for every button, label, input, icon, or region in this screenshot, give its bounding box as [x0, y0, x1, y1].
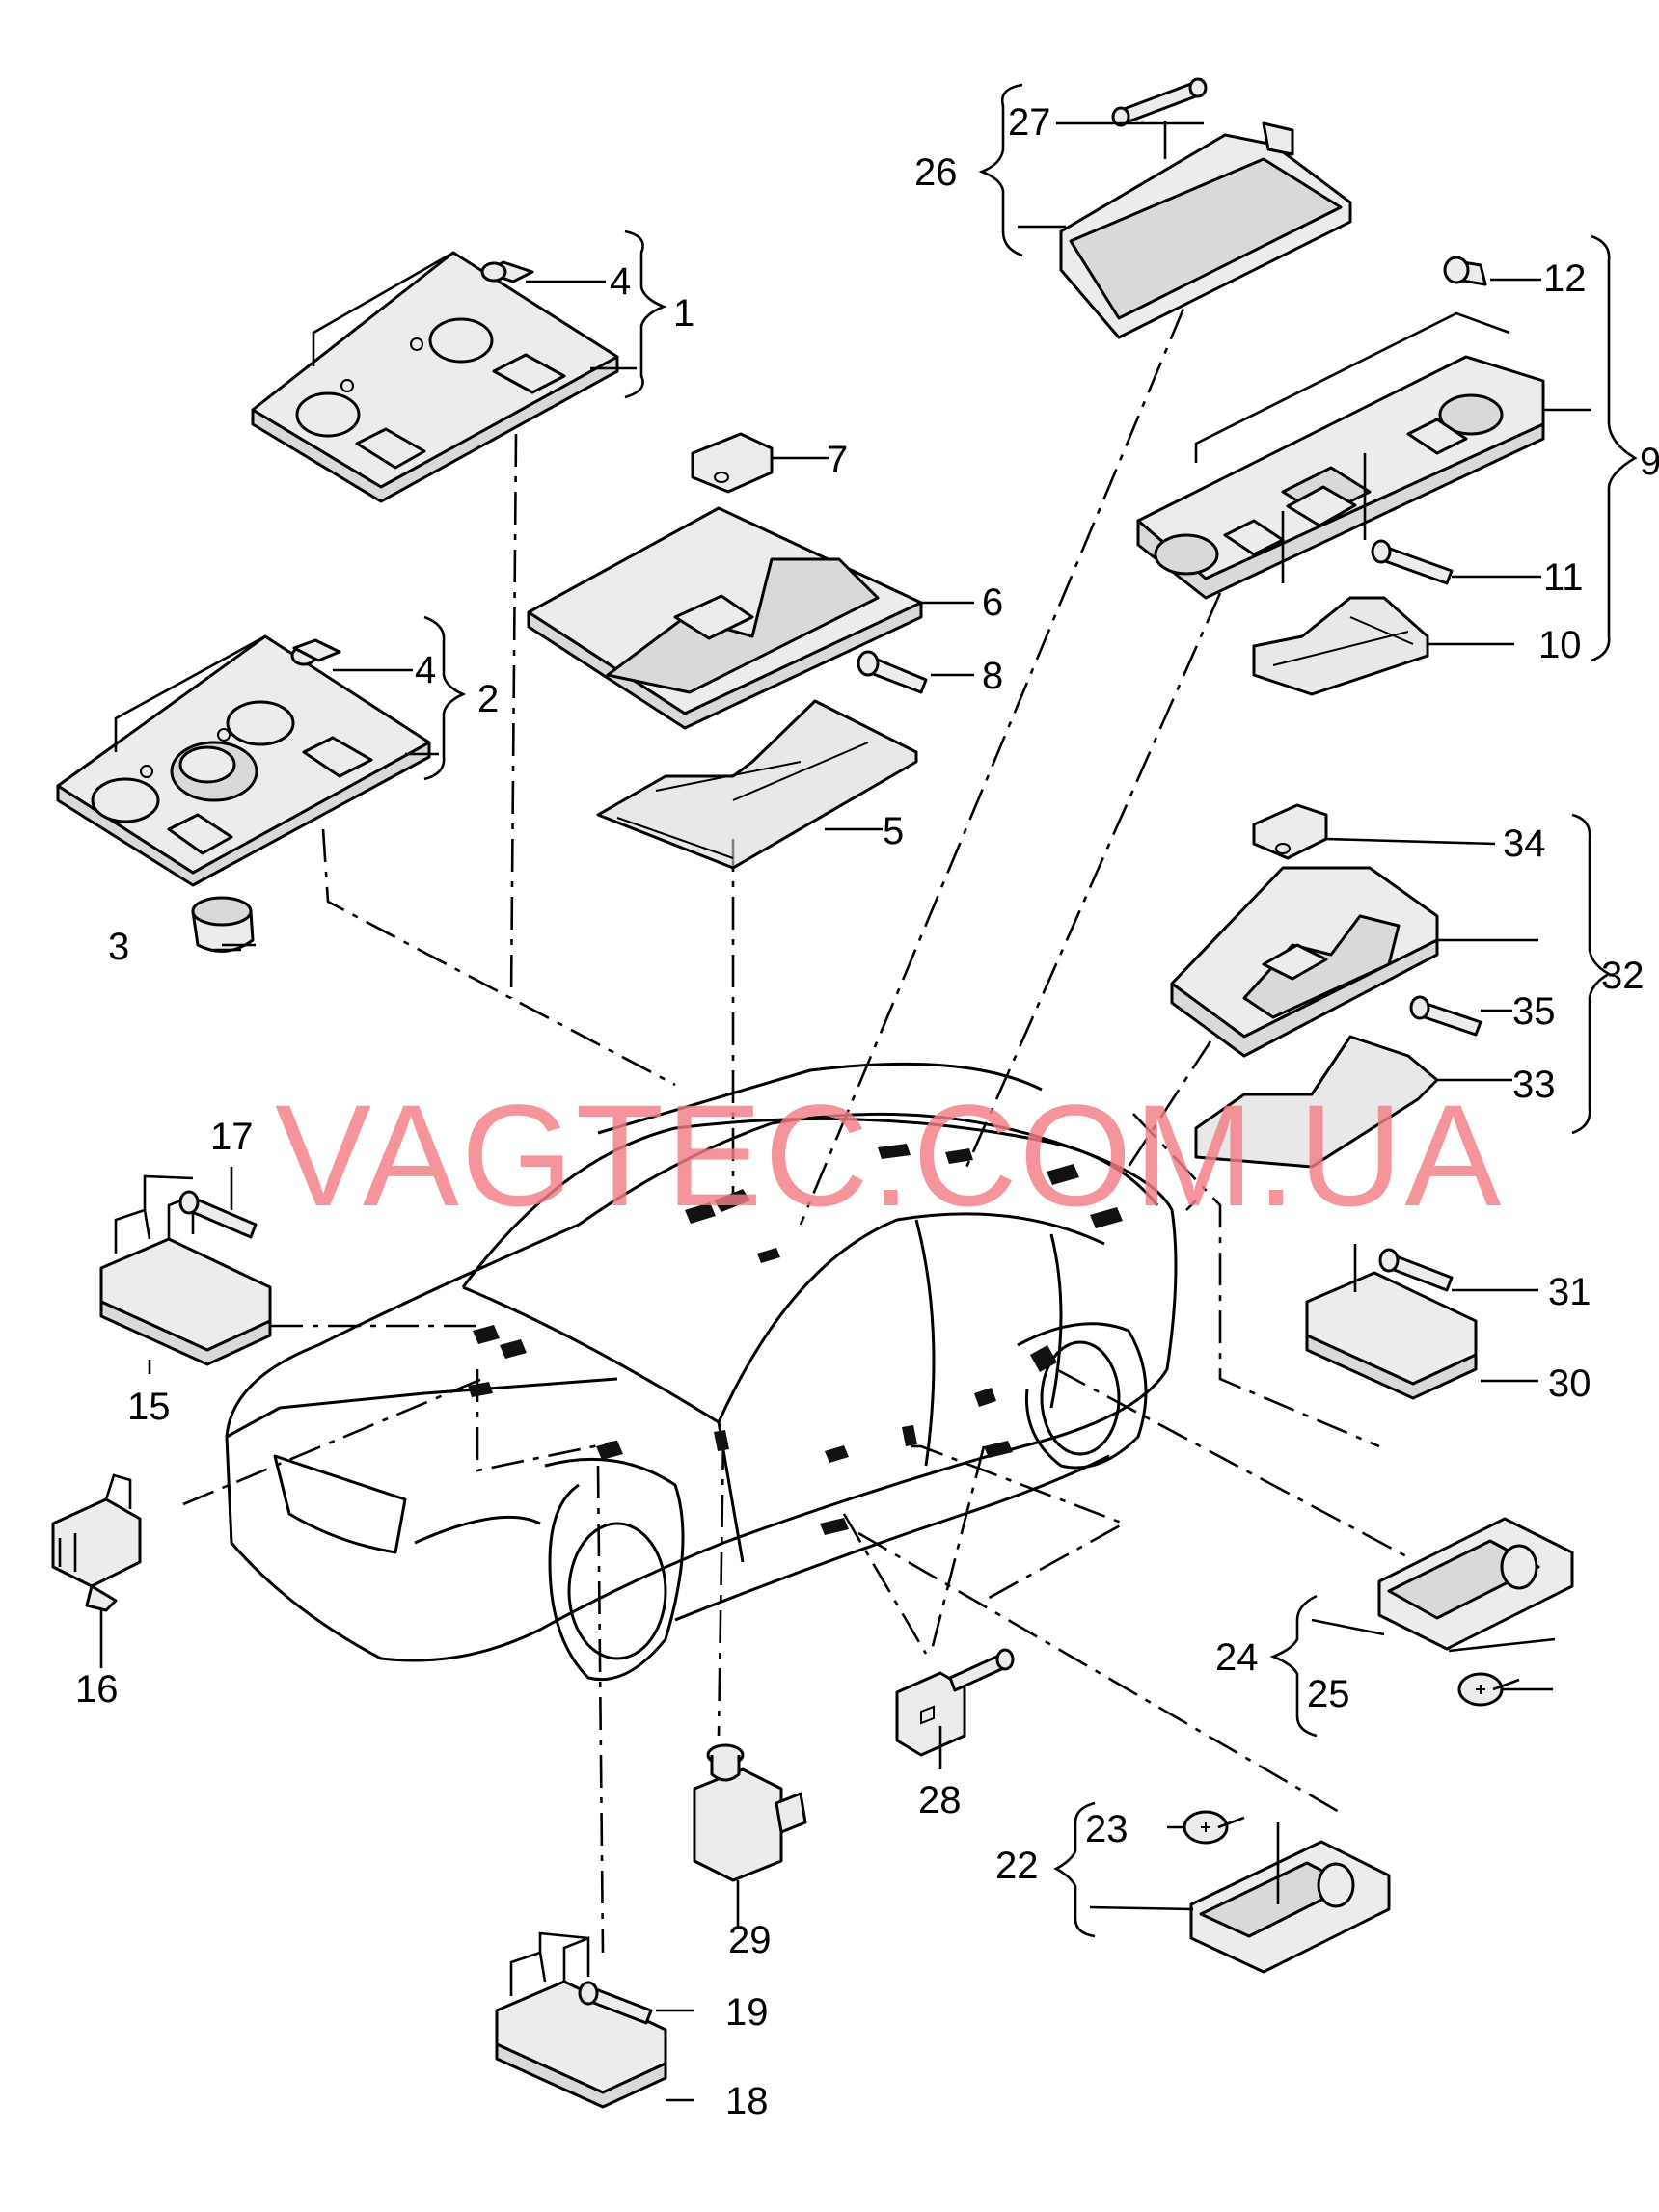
part-35-bulb [1409, 995, 1482, 1037]
callout-31: 31 [1548, 1271, 1591, 1313]
callout-7: 7 [827, 439, 848, 481]
callout-19: 19 [725, 1991, 769, 2034]
part-7-switch [691, 432, 774, 494]
part-27-bulb [1111, 77, 1208, 127]
part-2-roof-light [56, 634, 431, 887]
callout-25: 25 [1307, 1673, 1350, 1715]
callout-1: 1 [673, 292, 694, 335]
part-3-bulb-holder [191, 896, 255, 953]
dash-lines [182, 255, 1409, 1954]
callout-9: 9 [1640, 441, 1659, 483]
callout-23: 23 [1085, 1808, 1129, 1850]
part-25-bulb [1457, 1672, 1520, 1707]
callout-4b: 4 [415, 649, 436, 691]
part-18-light [495, 1936, 667, 2109]
callout-27: 27 [1008, 101, 1051, 144]
callout-32: 32 [1601, 955, 1645, 997]
part-17-bulb [178, 1190, 258, 1239]
callout-35: 35 [1512, 990, 1556, 1033]
part-30-light [1305, 1244, 1478, 1400]
callout-2: 2 [477, 678, 499, 720]
part-5-lens [596, 699, 918, 870]
callout-4a: 4 [610, 260, 631, 303]
callout-26: 26 [914, 151, 958, 194]
part-1-roof-light [251, 251, 619, 503]
callout-5: 5 [883, 810, 904, 852]
part-31-bulb [1378, 1248, 1454, 1292]
part-11-bulb [1371, 539, 1454, 585]
callout-28: 28 [918, 1779, 962, 1821]
part-9-roof-console [1136, 311, 1545, 600]
callout-16: 16 [75, 1668, 119, 1711]
part-23-bulb [1183, 1810, 1245, 1845]
leader-lines [99, 121, 1591, 2102]
part-10-lens [1252, 596, 1429, 696]
callout-10: 10 [1538, 624, 1582, 666]
callout-6: 6 [982, 581, 1003, 624]
callout-15: 15 [127, 1386, 171, 1428]
callout-8: 8 [982, 655, 1003, 697]
part-24-light [1377, 1517, 1574, 1651]
part-29-switch [693, 1743, 807, 1882]
callout-24: 24 [1215, 1636, 1259, 1679]
callout-22: 22 [995, 1845, 1039, 1887]
part-16-switch [51, 1473, 142, 1612]
braces [423, 83, 1638, 1938]
callout-17: 17 [210, 1116, 254, 1158]
callout-11: 11 [1543, 556, 1584, 599]
callout-34: 34 [1503, 823, 1546, 865]
callout-33: 33 [1512, 1064, 1556, 1106]
part-22-light [1189, 1840, 1391, 1974]
part-6-roof-light [527, 506, 923, 730]
callout-29: 29 [728, 1919, 772, 1961]
part-19-bulb [578, 1981, 653, 2025]
part-26-light [1059, 121, 1352, 339]
car-body [225, 1062, 1178, 1682]
part-32-roof-light [1170, 866, 1439, 1058]
callout-12: 12 [1543, 257, 1587, 300]
callout-3: 3 [108, 926, 129, 968]
part-12-bulb [1443, 256, 1487, 286]
part-33-lens [1194, 1035, 1439, 1169]
callout-18: 18 [725, 2080, 769, 2122]
callout-numbers: 1 2 3 4 4 5 6 7 8 9 10 11 12 15 16 17 18… [75, 101, 1659, 2122]
part-8-bulb [857, 650, 928, 694]
car-markers [468, 1144, 1123, 1535]
callout-30: 30 [1548, 1362, 1591, 1405]
watermark-text: VAGTEC.COM.UA [275, 1074, 1503, 1236]
part-34-switch [1252, 803, 1328, 860]
part-28-switch [895, 1648, 1015, 1757]
